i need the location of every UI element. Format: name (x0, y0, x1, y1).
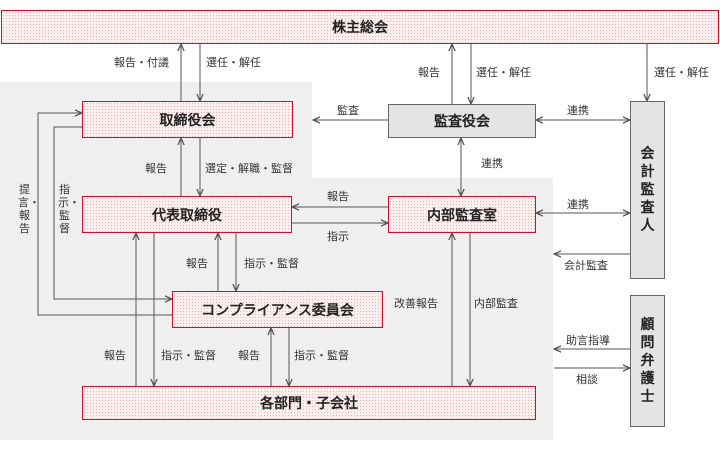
compliance-committee-box: コンプライアンス委員会 (172, 291, 383, 328)
label-report-rep-board: 報告 (145, 162, 167, 175)
label-appoint-dismiss-auditors: 選任・解任 (476, 66, 531, 79)
label-coop-internal-accounting: 連携 (567, 198, 589, 211)
label-report-attach: 報告・付議 (114, 56, 169, 69)
arrow-board-instruct-compliance (53, 126, 172, 299)
accounting-auditor-label: 会計監査人 (640, 146, 655, 234)
label-instruct-supervise-rep-compliance: 指示・監督 (244, 257, 299, 270)
label-report-compliance-rep: 報告 (186, 257, 208, 270)
shareholders-meeting-box: 株主総会 (1, 10, 719, 44)
label-instruct-supervise-rep-dept: 指示・監督 (161, 349, 216, 362)
legal-advisor-box: 顧問弁護士 (630, 295, 665, 427)
representative-director-box: 代表取締役 (82, 196, 292, 233)
internal-audit-office-box: 内部監査室 (388, 196, 536, 233)
accounting-auditor-box: 会計監査人 (630, 101, 665, 279)
label-advice: 助言指導 (566, 334, 610, 347)
label-report-dept-rep: 報告 (104, 349, 126, 362)
label-instruct-rep-internal: 指示 (327, 230, 349, 243)
label-internal-audit: 内部監査 (474, 297, 518, 310)
label-report-dept-compliance: 報告 (238, 349, 260, 362)
label-coop-auditors-internal: 連携 (481, 157, 503, 170)
arrow-compliance-propose-board (37, 113, 172, 316)
label-audit: 監査 (337, 104, 359, 117)
label-select-dismiss-supervise: 選定・解職・監督 (205, 162, 293, 175)
label-propose-report: 提言・報告 (18, 183, 40, 235)
departments-subsidiaries-box: 各部門・子会社 (82, 386, 536, 420)
label-instruct-supervise-vertical: 指示・監督 (58, 183, 80, 235)
board-of-directors-box: 取締役会 (82, 101, 293, 138)
label-appoint-dismiss-accounting: 選任・解任 (654, 66, 709, 79)
label-accounting-audit: 会計監査 (564, 259, 608, 272)
label-consult: 相談 (576, 373, 598, 386)
label-report-auditors: 報告 (418, 66, 440, 79)
audit-board-box: 監査役会 (388, 104, 536, 138)
label-report-internal-rep: 報告 (327, 190, 349, 203)
label-improvement-report: 改善報告 (394, 297, 438, 310)
label-appoint-dismiss-board: 選任・解任 (206, 56, 261, 69)
label-instruct-supervise-compliance-dept: 指示・監督 (294, 349, 349, 362)
legal-advisor-label: 顧問弁護士 (640, 317, 655, 405)
label-coop-auditors-accounting: 連携 (567, 104, 589, 117)
